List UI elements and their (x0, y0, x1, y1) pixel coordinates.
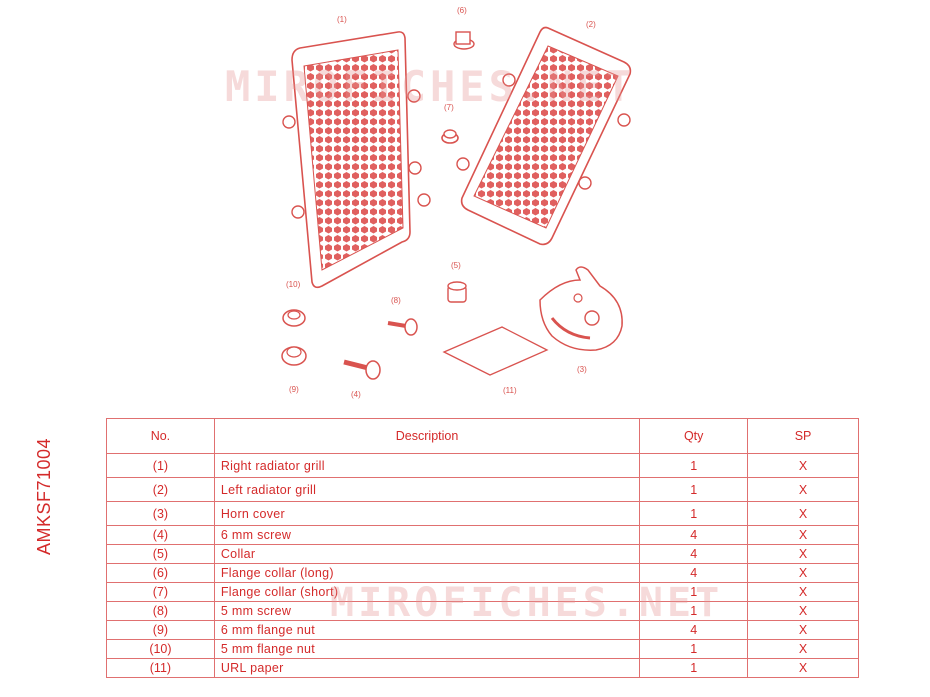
cell-qty: 4 (639, 620, 749, 640)
cell-sp: X (747, 501, 859, 526)
cell-qty: 1 (639, 453, 749, 478)
flange-nut-5mm (282, 309, 306, 327)
collar (447, 281, 467, 303)
cell-sp: X (747, 582, 859, 602)
url-paper (442, 326, 549, 376)
header-sp: SP (747, 418, 859, 454)
flange-collar-short (441, 129, 459, 144)
cell-no: (2) (106, 477, 215, 502)
cell-no: (11) (106, 658, 215, 678)
cell-qty: 1 (639, 582, 749, 602)
cell-sp: X (747, 525, 859, 545)
cell-description: 5 mm screw (213, 601, 641, 621)
horn-cover (539, 266, 623, 351)
cell-no: (5) (106, 544, 215, 564)
header-description: Description (213, 418, 641, 454)
cell-no: (3) (106, 501, 215, 526)
cell-qty: 4 (639, 525, 749, 545)
cell-sp: X (747, 639, 859, 659)
callout-7: (7) (444, 103, 454, 112)
cell-description: 5 mm flange nut (213, 639, 641, 659)
cell-qty: 4 (639, 544, 749, 564)
callout-5: (5) (451, 261, 461, 270)
cell-qty: 1 (639, 477, 749, 502)
cell-no: (7) (106, 582, 215, 602)
cell-description: URL paper (213, 658, 641, 678)
left-radiator-grill (456, 26, 632, 246)
cell-sp: X (747, 563, 859, 583)
header-qty: Qty (639, 418, 749, 454)
callout-2: (2) (586, 20, 596, 29)
cell-description: Collar (213, 544, 641, 564)
cell-sp: X (747, 544, 859, 564)
cell-description: Horn cover (213, 501, 641, 526)
cell-qty: 1 (639, 601, 749, 621)
cell-description: 6 mm flange nut (213, 620, 641, 640)
cell-sp: X (747, 620, 859, 640)
screw-6mm (343, 359, 381, 380)
callout-9: (9) (289, 385, 299, 394)
cell-description: Left radiator grill (213, 477, 641, 502)
cell-sp: X (747, 658, 859, 678)
cell-sp: X (747, 453, 859, 478)
cell-qty: 1 (639, 501, 749, 526)
parts-diagram: (1) (2) (3) (4) (5) (6) (7) (8) (9) (10)… (281, 6, 632, 399)
callout-4: (4) (351, 390, 361, 399)
cell-no: (4) (106, 525, 215, 545)
callout-3: (3) (577, 365, 587, 374)
cell-no: (6) (106, 563, 215, 583)
cell-no: (1) (106, 453, 215, 478)
cell-no: (10) (106, 639, 215, 659)
cell-qty: 4 (639, 563, 749, 583)
cell-qty: 1 (639, 639, 749, 659)
cell-sp: X (747, 601, 859, 621)
callout-11: (11) (503, 386, 517, 395)
cell-description: Flange collar (short) (213, 582, 641, 602)
catalog-code: AMKSF71004 (34, 437, 54, 555)
cell-no: (8) (106, 601, 215, 621)
cell-sp: X (747, 477, 859, 502)
flange-collar-long (453, 31, 475, 50)
callout-6: (6) (457, 6, 467, 15)
callout-8: (8) (391, 296, 401, 305)
cell-description: Right radiator grill (213, 453, 641, 478)
callout-10: (10) (286, 280, 301, 289)
flange-nut-6mm (281, 346, 307, 366)
callout-1: (1) (337, 15, 347, 24)
table-header-row: No. Description Qty SP (106, 418, 859, 454)
parts-table: No. Description Qty SP (1)Right radiator… (106, 418, 859, 678)
cell-description: Flange collar (long) (213, 563, 641, 583)
right-radiator-grill (282, 31, 431, 289)
screw-5mm (387, 318, 418, 336)
cell-description: 6 mm screw (213, 525, 641, 545)
cell-no: (9) (106, 620, 215, 640)
cell-qty: 1 (639, 658, 749, 678)
header-no: No. (106, 418, 215, 454)
